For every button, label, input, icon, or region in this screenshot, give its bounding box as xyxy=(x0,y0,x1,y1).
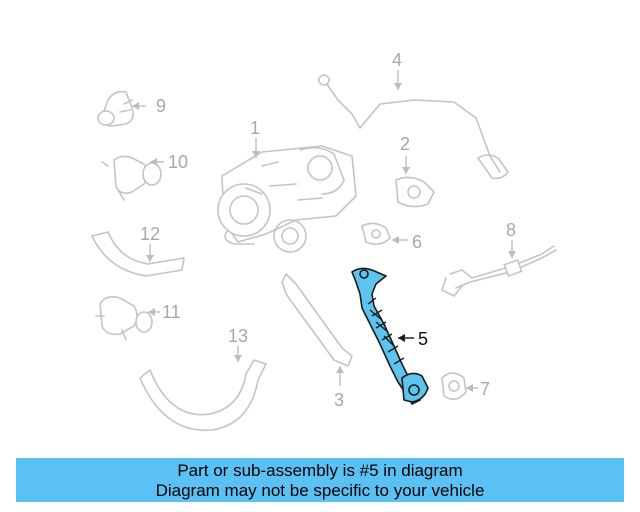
callout-5: 5 xyxy=(418,329,428,349)
part-9-valve xyxy=(97,90,146,127)
callout-3: 3 xyxy=(334,390,344,410)
callout-11: 11 xyxy=(162,302,181,322)
part-12-hose xyxy=(91,231,185,277)
callout-9: 9 xyxy=(156,96,166,116)
callout-12: 12 xyxy=(140,224,160,244)
callout-1: 1 xyxy=(250,118,260,138)
callout-6: 6 xyxy=(412,232,422,252)
banner-line-1: Part or sub-assembly is #5 in diagram xyxy=(177,461,463,480)
callout-13: 13 xyxy=(228,326,248,346)
callout-7: 7 xyxy=(480,379,490,399)
info-banner: Part or sub-assembly is #5 in diagram Di… xyxy=(16,458,624,502)
part-13-hose xyxy=(139,346,267,432)
callout-2: 2 xyxy=(400,134,410,154)
parts-diagram: 9 10 12 11 13 xyxy=(91,50,557,432)
part-5-oil-line xyxy=(351,267,429,405)
part-3-bracket xyxy=(281,273,353,386)
callout-10: 10 xyxy=(168,152,188,172)
banner-line-2: Diagram may not be specific to your vehi… xyxy=(155,481,485,500)
part-7-gasket xyxy=(441,372,478,400)
part-4-pipe xyxy=(318,70,509,180)
part-1-turbocharger xyxy=(217,138,357,253)
callout-8: 8 xyxy=(506,220,516,240)
part-8-return-line xyxy=(441,240,557,297)
part-2-gasket xyxy=(395,156,435,208)
callout-4: 4 xyxy=(392,50,402,70)
part-6-gasket xyxy=(361,222,408,246)
part-11-valve xyxy=(95,296,160,341)
part-10-valve xyxy=(101,155,164,201)
